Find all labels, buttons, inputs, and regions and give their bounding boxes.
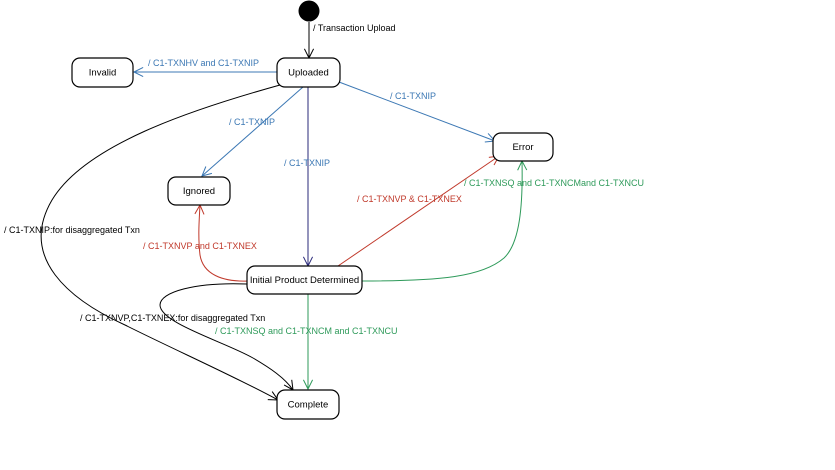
label-uploaded-to-complete: / C1-TXNIP:for disaggregated Txn (4, 225, 140, 235)
state-complete-label: Complete (288, 400, 329, 411)
edge-uploaded-to-complete (40, 84, 281, 400)
state-uploaded-label: Uploaded (288, 68, 329, 79)
state-invalid-label: Invalid (89, 68, 116, 79)
edge-uploaded-to-ignored (202, 86, 304, 176)
state-initial-product-determined: Initial Product Determined (246, 265, 363, 295)
initial-transition-label: / Transaction Upload (313, 23, 396, 33)
label-initial-to-complete: / C1-TXNSQ and C1-TXNCM and C1-TXNCU (215, 326, 398, 336)
state-ignored-label: Ignored (183, 186, 215, 197)
edge-initial-to-error (337, 156, 499, 267)
state-ignored: Ignored (167, 176, 231, 206)
edge-initial-to-error-green (361, 161, 522, 282)
state-initial-product-label: Initial Product Determined (250, 275, 359, 286)
state-complete: Complete (276, 389, 340, 420)
initial-state-dot (298, 0, 320, 22)
label-initial-to-error: / C1-TXNVP & C1-TXNEX (357, 194, 462, 204)
state-error-label: Error (512, 142, 533, 153)
label-uploaded-to-ignored: / C1-TXNIP (229, 117, 275, 127)
edge-initial-to-ignored (199, 205, 249, 282)
state-error: Error (492, 132, 554, 162)
state-invalid: Invalid (71, 57, 134, 88)
state-uploaded: Uploaded (276, 57, 341, 88)
edge-uploaded-to-error (338, 81, 495, 141)
edge-initial-to-complete-loop (159, 283, 293, 390)
label-uploaded-to-invalid: / C1-TXNHV and C1-TXNIP (148, 58, 259, 68)
label-initial-to-error-green: / C1-TXNSQ and C1-TXNCMand C1-TXNCU (464, 178, 644, 188)
label-uploaded-to-error: / C1-TXNIP (390, 91, 436, 101)
label-initial-to-ignored: / C1-TXNVP and C1-TXNEX (143, 241, 257, 251)
label-initial-to-complete-loop: / C1-TXNVP,C1-TXNEX:for disaggregated Tx… (80, 313, 265, 323)
label-uploaded-to-initial: / C1-TXNIP (284, 158, 330, 168)
